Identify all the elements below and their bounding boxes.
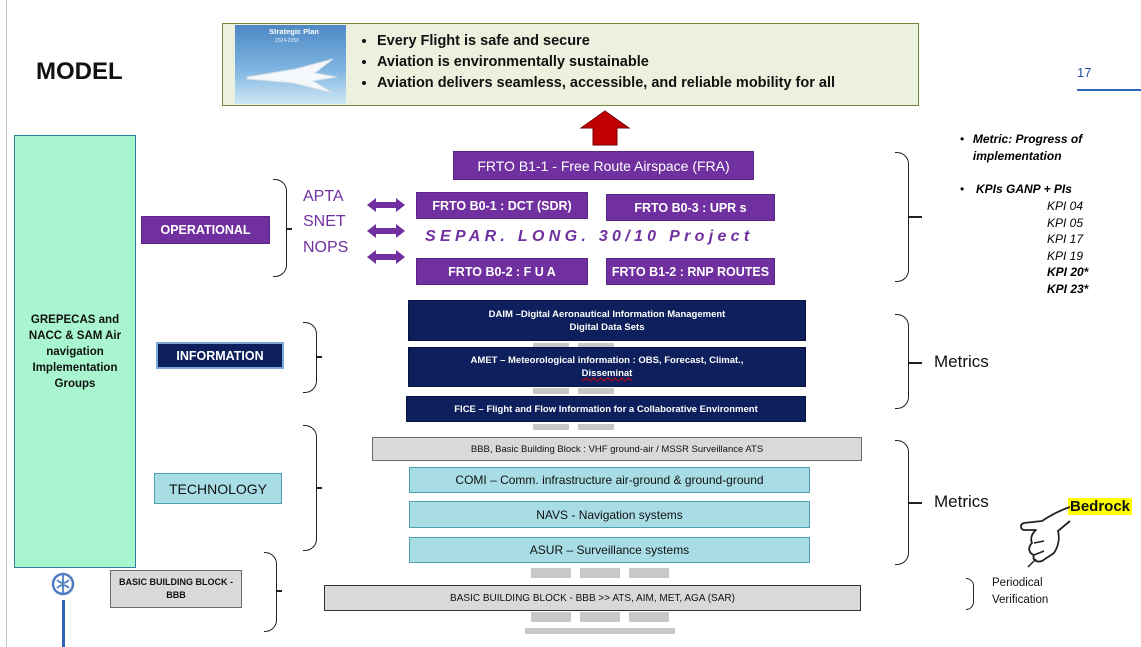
brick — [533, 343, 569, 349]
brick — [578, 388, 614, 394]
bracket-technology-tick — [316, 487, 322, 489]
goal-item: Aviation is environmentally sustainable — [377, 52, 917, 73]
bracket-right-information — [895, 314, 909, 409]
bracket-operational-tick — [286, 228, 292, 230]
bracket-information — [303, 322, 317, 393]
bracket-technology — [303, 425, 317, 551]
kpi-item: KPI 23* — [1047, 281, 1089, 296]
kpi-item: KPI 04 — [1047, 199, 1084, 213]
box-asur: ASUR – Surveillance systems — [409, 537, 810, 563]
box-fice: FICE – Flight and Flow Information for a… — [406, 396, 806, 422]
brick — [578, 424, 614, 430]
bracket-right-technology — [895, 440, 909, 565]
slide — [6, 0, 1141, 647]
periodical-verification: Periodical Verification — [992, 575, 1048, 609]
metric-progress: Metric: Progress of implementation — [972, 132, 1083, 163]
pointing-hand-icon — [1020, 506, 1071, 568]
strategic-plan-banner: Strategic Plan 2024-2050 Every Flight is… — [222, 23, 919, 106]
double-arrow-icon — [367, 224, 405, 238]
bracket-information-tick — [316, 356, 322, 358]
brick — [533, 388, 569, 394]
bracket-operational — [273, 179, 287, 277]
box-navs: NAVS - Navigation systems — [409, 501, 810, 528]
brick — [531, 612, 571, 622]
brick — [525, 628, 675, 634]
bracket-right-information-tick — [908, 362, 922, 364]
bracket-bbb — [264, 552, 277, 632]
brick — [533, 424, 569, 430]
brick — [629, 568, 669, 578]
implementation-groups-label: GREPECAS and NACC & SAM Air navigation I… — [28, 313, 122, 390]
layer-information: INFORMATION — [156, 342, 284, 369]
kpis-title: KPIs GANP + PIs — [976, 182, 1072, 196]
layer-bbb-label: BASIC BUILDING BLOCK - BBB — [119, 577, 233, 600]
amet-line-2: Disseminat — [581, 368, 633, 379]
brick — [578, 343, 614, 349]
bracket-right-technology-tick — [908, 502, 922, 504]
metrics-information: Metrics — [934, 352, 989, 371]
box-bbb-vhf: BBB, Basic Building Block : VHF ground-a… — [372, 437, 862, 461]
group-nops: NOPS — [303, 239, 349, 256]
layer-operational: OPERATIONAL — [141, 216, 270, 244]
bracket-bbb-tick — [276, 590, 282, 592]
strategic-goals-list: Every Flight is safe and secure Aviation… — [357, 31, 917, 94]
box-frto-b1-2-rnp: FRTO B1-2 : RNP ROUTES — [606, 258, 775, 285]
emblem-vertical-line — [62, 600, 65, 647]
thumbnail-years: 2024-2050 — [275, 38, 299, 44]
kpi-item: KPI 20* — [1047, 265, 1089, 279]
bracket-right-operational — [895, 152, 909, 282]
metrics-technology: Metrics — [934, 492, 989, 511]
daim-line-1: DAIM –Digital Aeronautical Information M… — [488, 308, 726, 320]
goal-item: Aviation delivers seamless, accessible, … — [377, 73, 917, 94]
up-arrow-icon — [579, 110, 631, 146]
box-bbb-bar: BASIC BUILDING BLOCK - BBB >> ATS, AIM, … — [324, 585, 861, 611]
bedrock-label: Bedrock — [1068, 498, 1133, 515]
layer-technology: TECHNOLOGY — [154, 473, 282, 504]
box-comi: COMI – Comm. infrastructure air-ground &… — [409, 467, 810, 493]
brick — [531, 568, 571, 578]
box-frto-b0-3-upr: FRTO B0-3 : UPR s — [606, 194, 775, 221]
goal-item: Every Flight is safe and secure — [377, 31, 917, 52]
box-frto-b0-1-dct: FRTO B0-1 : DCT (SDR) — [416, 192, 588, 219]
slide-number: 17 — [1077, 65, 1092, 80]
double-arrow-icon — [367, 250, 405, 264]
thumbnail-title: Strategic Plan — [269, 27, 320, 36]
page-title: MODEL — [36, 58, 123, 85]
double-arrow-icon — [367, 198, 405, 212]
periodical-line-1: Periodical — [992, 577, 1043, 589]
group-snet: SNET — [303, 213, 346, 230]
brick — [629, 612, 669, 622]
separ-long-project: SEPAR. LONG. 30/10 Project — [425, 228, 754, 245]
bracket-right-bbb — [966, 578, 974, 610]
brick — [580, 612, 620, 622]
layer-bbb: BASIC BUILDING BLOCK - BBB — [110, 570, 242, 608]
aircraft-icon — [246, 58, 338, 94]
slide-number-rule — [1077, 89, 1141, 91]
kpi-item: KPI 17 — [1047, 232, 1084, 246]
periodical-line-2: Verification — [992, 594, 1049, 606]
kpi-item: KPI 05 — [1047, 215, 1084, 230]
box-frto-b1-1-fra: FRTO B1-1 - Free Route Airspace (FRA) — [453, 151, 754, 180]
group-apta: APTA — [303, 188, 344, 205]
box-frto-b0-2-fua: FRTO B0-2 : F U A — [416, 258, 588, 285]
amet-line-1: AMET – Meteorological information : OBS,… — [470, 355, 744, 366]
brick — [580, 568, 620, 578]
bracket-right-operational-tick — [908, 216, 922, 218]
daim-line-2: Digital Data Sets — [569, 321, 645, 333]
box-amet: AMET – Meteorological information : OBS,… — [408, 347, 806, 387]
kpi-item: KPI 19 — [1047, 248, 1084, 263]
icao-emblem-icon — [51, 572, 75, 596]
metric-progress-block: • Metric: Progress of implementation • K… — [960, 131, 1135, 297]
implementation-groups-panel: GREPECAS and NACC & SAM Air navigation I… — [14, 135, 136, 568]
box-daim: DAIM –Digital Aeronautical Information M… — [408, 300, 806, 341]
bullet: • — [960, 182, 965, 196]
strategic-plan-thumbnail: Strategic Plan 2024-2050 — [235, 25, 346, 104]
bullet: • — [960, 132, 965, 146]
